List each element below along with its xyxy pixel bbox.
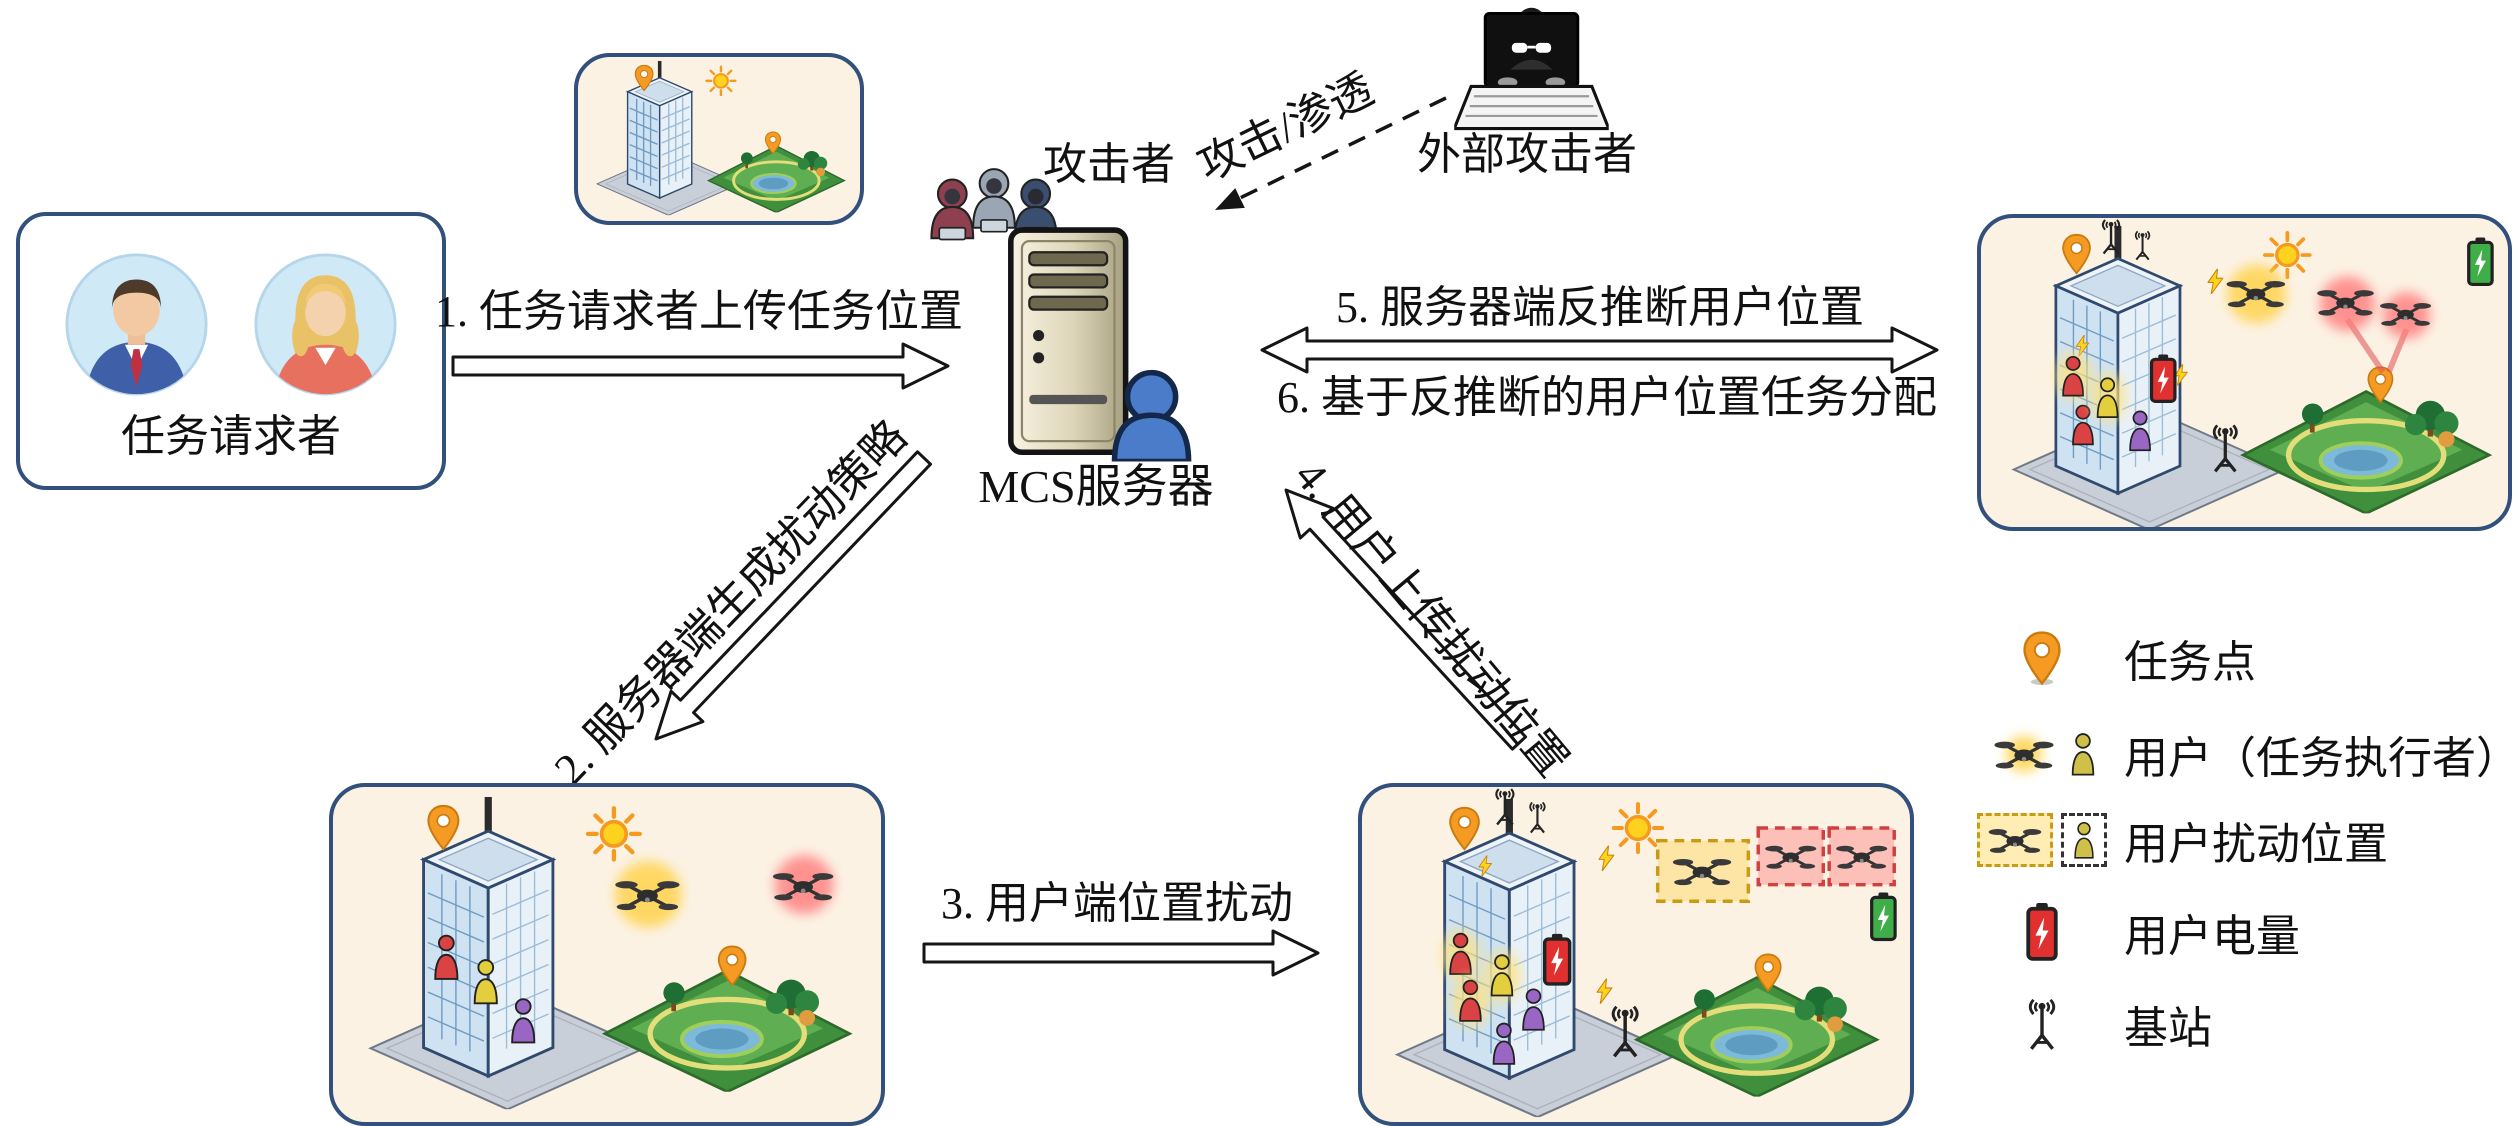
legend-icon-box (1960, 903, 2124, 961)
sun-icon (705, 65, 737, 97)
legend-item-battery: 用户电量 (1960, 890, 2300, 974)
city-scene-true-art (369, 796, 881, 1110)
city-scene-small-art (596, 60, 846, 216)
park-icon (1637, 978, 1877, 1097)
task-pin-icon (2023, 631, 2061, 685)
attacker-label: 攻击者 (1043, 140, 1175, 189)
battery-icon (2026, 903, 2058, 961)
battery-icon (1542, 933, 1572, 986)
flow5-flow6-double-arrow (1260, 326, 1939, 374)
legend-item-perturbed-position: 用户扰动位置 (1960, 798, 2388, 882)
task-pin-icon (427, 804, 460, 851)
legend-label: 任务点 (2124, 638, 2256, 687)
mcs-server-label: MCS服务器 (978, 461, 1214, 512)
female-requester-avatar (254, 253, 397, 396)
perturbed-zone-red (1827, 826, 1896, 887)
city-scene-inferred-art (2012, 218, 2494, 527)
task-requester-label: 任务请求者 (121, 412, 341, 461)
sun-icon (1614, 804, 1662, 852)
legend-icon-box (1960, 631, 2124, 685)
city-scene-small (574, 53, 864, 225)
attack-dashed-arrow (1215, 96, 1447, 210)
requester-avatars (64, 252, 398, 397)
legend-label: 用户（任务执行者） (2124, 734, 2520, 783)
battery-icon (2149, 354, 2177, 403)
legend-icon-box (1960, 731, 2124, 777)
city-scene-true-positions (329, 783, 885, 1126)
antenna-icon (2134, 230, 2151, 261)
mcs-server-icon (996, 217, 1196, 469)
task-requester-panel: 任务请求者 (16, 212, 446, 490)
antenna-icon (1529, 801, 1546, 834)
battery-icon (1870, 892, 1897, 942)
flow2-arrow (654, 450, 932, 741)
lightning-icon (1596, 978, 1613, 1004)
perturbed-zone-yellow-icon (1977, 813, 2053, 867)
external-attacker-laptop-icon (1454, 6, 1609, 131)
flow1-label: 1. 任务请求者上传任务位置 (435, 287, 963, 336)
city-scene-perturbed-art (1396, 787, 1897, 1118)
base-station-icon (2028, 998, 2056, 1051)
male-requester-avatar (65, 253, 208, 396)
legend-label: 基站 (2124, 1004, 2212, 1053)
legend-item-task-pin: 任务点 (1960, 616, 2256, 700)
park-icon (605, 970, 850, 1091)
flow3-label: 3. 用户端位置扰动 (941, 879, 1293, 928)
flow4-arrow (1284, 488, 1528, 751)
task-pin-icon (1449, 806, 1480, 851)
perturbed-zone-user-icon (2061, 813, 2107, 867)
lightning-icon (1598, 845, 1615, 871)
legend-label: 用户扰动位置 (2124, 820, 2388, 869)
legend-label: 用户电量 (2124, 912, 2300, 961)
external-attacker-label: 外部攻击者 (1417, 130, 1637, 179)
legend-item-user: 用户（任务执行者） (1960, 712, 2520, 796)
city-scene-perturbed-positions (1358, 783, 1914, 1126)
flow3-arrow (922, 929, 1320, 977)
park-icon (2243, 392, 2489, 514)
sun-icon (588, 808, 640, 859)
user-icon (2071, 733, 2095, 776)
flow6-label: 6. 基于反推断的用户位置任务分配 (1277, 373, 1937, 422)
park-icon (707, 144, 846, 213)
task-pin-icon (2062, 233, 2091, 275)
legend-item-base-station: 基站 (1960, 982, 2212, 1066)
drone-icon (1993, 736, 2055, 772)
flow1-arrow (451, 342, 950, 390)
battery-icon (2467, 237, 2494, 287)
city-scene-inferred-positions (1977, 214, 2512, 531)
legend-icon-box (1960, 997, 2124, 1051)
flow5-label: 5. 服务器端反推断用户位置 (1336, 283, 1864, 332)
legend-icon-box (1960, 813, 2124, 867)
lightning-icon (2207, 268, 2224, 295)
